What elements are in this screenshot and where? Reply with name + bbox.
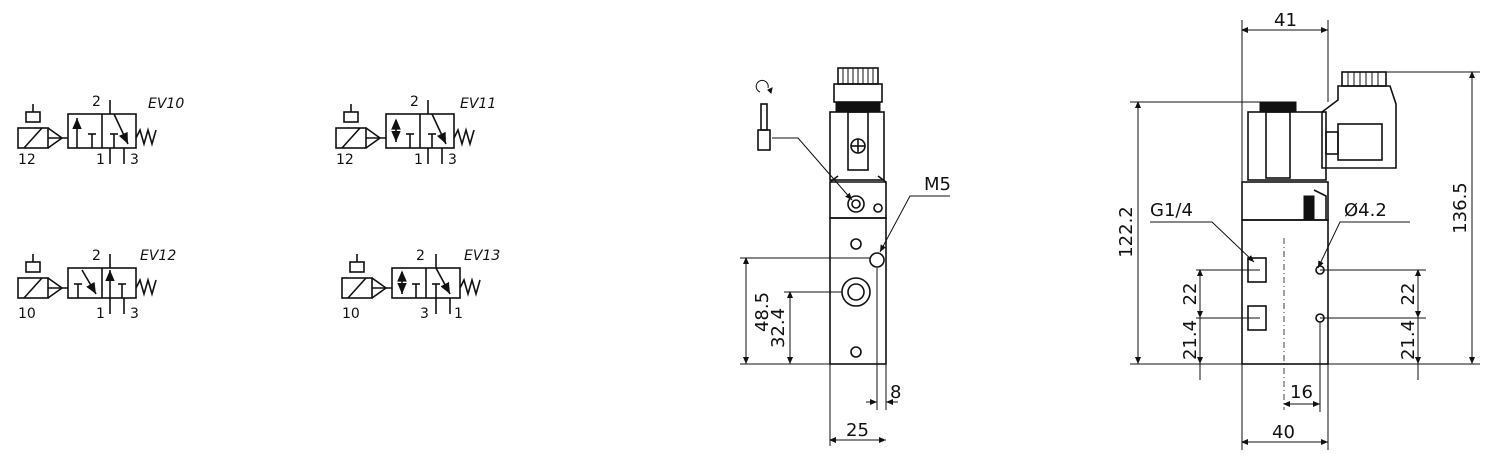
ev13-port-1: 1 — [454, 306, 463, 322]
side-dim-total: 136.5 — [1450, 182, 1471, 234]
side-right-dim-22: 22 — [1398, 283, 1419, 306]
side-hole-dia: Ø4.2 — [1344, 200, 1387, 221]
side-dim-40: 40 — [1272, 422, 1295, 443]
ev12-port-10: 10 — [18, 306, 36, 322]
ev11-port-1: 1 — [414, 152, 423, 168]
front-dim-offset: 8 — [890, 382, 901, 403]
ev11-port-3: 3 — [448, 152, 457, 168]
ev10-port-3: 3 — [130, 152, 139, 168]
front-dim-width: 25 — [846, 420, 869, 441]
side-view: 41 136.5 122.2 G1/4 Ø4.2 22 21.4 22 21.4 — [1116, 10, 1480, 450]
ev12-label: EV12 — [140, 248, 176, 264]
ev10-port-12: 12 — [18, 152, 36, 168]
symbol-ev11: 2 EV11 12 1 3 — [335, 94, 496, 168]
side-left-dim-22: 22 — [1180, 283, 1201, 306]
side-dim-top: 41 — [1274, 10, 1297, 31]
ev11-port-12: 12 — [336, 152, 354, 168]
ev11-port-2: 2 — [410, 94, 419, 110]
side-port-thread: G1/4 — [1150, 200, 1193, 221]
side-right-dim-214: 21.4 — [1398, 320, 1419, 360]
ev10-label: EV10 — [148, 96, 184, 112]
side-left-dim-214: 21.4 — [1180, 320, 1201, 360]
ev12-port-1: 1 — [96, 306, 105, 322]
ev12-port-2: 2 — [92, 248, 101, 264]
ev13-label: EV13 — [464, 248, 500, 264]
ev10-port-2: 2 — [92, 94, 101, 110]
symbol-ev10: 2 EV10 12 1 3 — [17, 94, 184, 168]
ev13-port-3: 3 — [420, 306, 429, 322]
ev13-port-2: 2 — [416, 248, 425, 264]
front-thread-label: M5 — [924, 174, 951, 195]
front-dim-height: 48.5 — [752, 292, 773, 332]
ev11-label: EV11 — [460, 96, 496, 112]
front-dim-port: 32.4 — [768, 308, 789, 348]
ev10-port-1: 1 — [96, 152, 105, 168]
ev13-port-10: 10 — [342, 306, 360, 322]
symbol-ev12: 2 EV12 10 1 3 — [17, 248, 176, 322]
ev12-port-3: 3 — [130, 306, 139, 322]
side-dim-body: 122.2 — [1116, 206, 1137, 258]
side-dim-16: 16 — [1290, 382, 1313, 403]
symbol-ev13: 2 EV13 10 3 1 — [341, 248, 500, 322]
front-view: M5 48.5 32.4 8 25 — [740, 67, 951, 446]
